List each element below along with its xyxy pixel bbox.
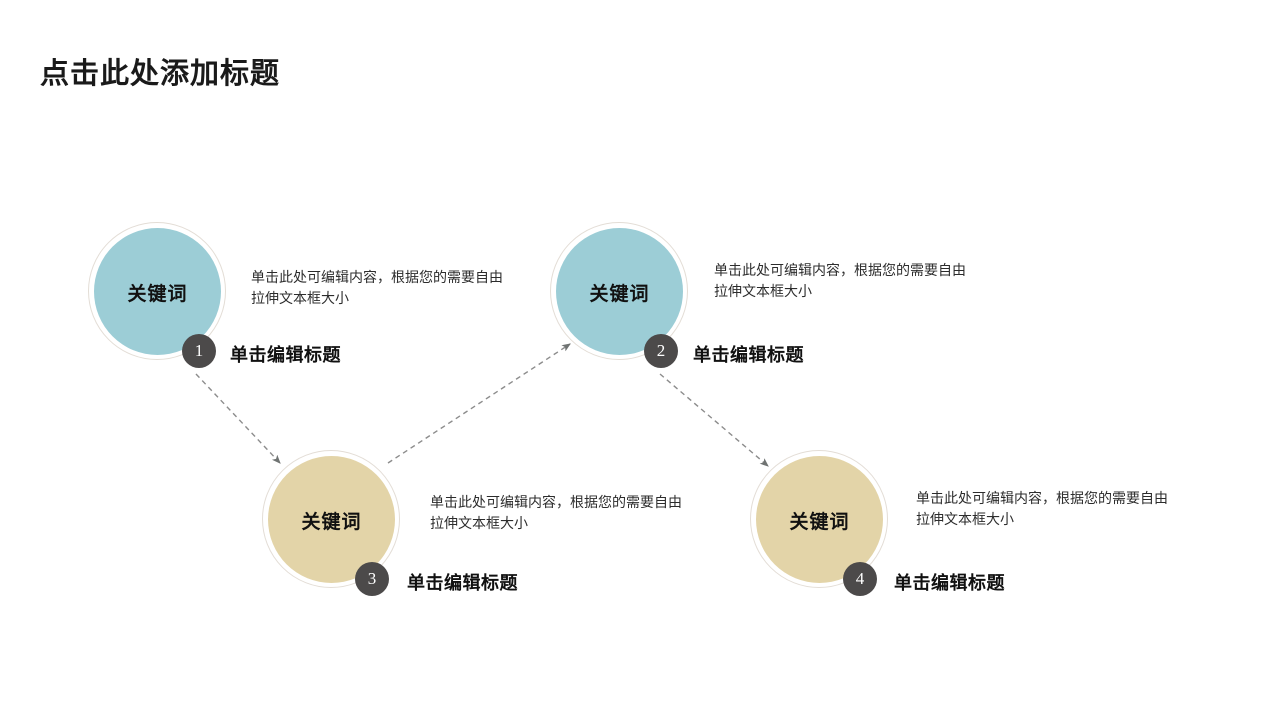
number-badge-label-1: 1 [194, 340, 204, 360]
item-heading-3: 单击编辑标题 [407, 573, 518, 593]
connector-1-to-3 [195, 373, 281, 464]
keyword-label-4: 关键词 [789, 512, 850, 533]
circle-ring-1 [88, 222, 226, 360]
number-badge-1: 1 [182, 334, 216, 368]
keyword-circle-3[interactable]: 关键词 [268, 456, 395, 583]
connector-3-to-2 [387, 343, 571, 464]
keyword-circle-1[interactable]: 关键词 [94, 228, 221, 355]
item-body-3: 单击此处可编辑内容，根据您的需要自由拉伸文本框大小 [430, 494, 682, 531]
keyword-label-3: 关键词 [301, 512, 362, 533]
keyword-label-2: 关键词 [589, 284, 650, 305]
keyword-label-1: 关键词 [127, 284, 188, 305]
keyword-circle-2[interactable]: 关键词 [556, 228, 683, 355]
number-badge-label-2: 2 [656, 340, 666, 360]
number-badge-4: 4 [843, 562, 877, 596]
page-title: 点击此处添加标题 [40, 58, 281, 90]
number-badge-2: 2 [644, 334, 678, 368]
item-body-2: 单击此处可编辑内容，根据您的需要自由拉伸文本框大小 [714, 262, 966, 299]
item-body-1: 单击此处可编辑内容，根据您的需要自由拉伸文本框大小 [251, 269, 503, 306]
number-badge-label-4: 4 [855, 568, 865, 588]
keyword-circle-4[interactable]: 关键词 [756, 456, 883, 583]
circle-ring-4 [750, 450, 888, 588]
item-body-4: 单击此处可编辑内容，根据您的需要自由拉伸文本框大小 [916, 490, 1168, 527]
item-heading-4: 单击编辑标题 [894, 573, 1005, 593]
item-heading-1: 单击编辑标题 [230, 345, 341, 365]
connector-2-to-4 [659, 373, 769, 467]
number-badge-label-3: 3 [367, 568, 377, 588]
number-badge-3: 3 [355, 562, 389, 596]
item-heading-2: 单击编辑标题 [693, 345, 804, 365]
circle-ring-2 [550, 222, 688, 360]
circle-ring-3 [262, 450, 400, 588]
